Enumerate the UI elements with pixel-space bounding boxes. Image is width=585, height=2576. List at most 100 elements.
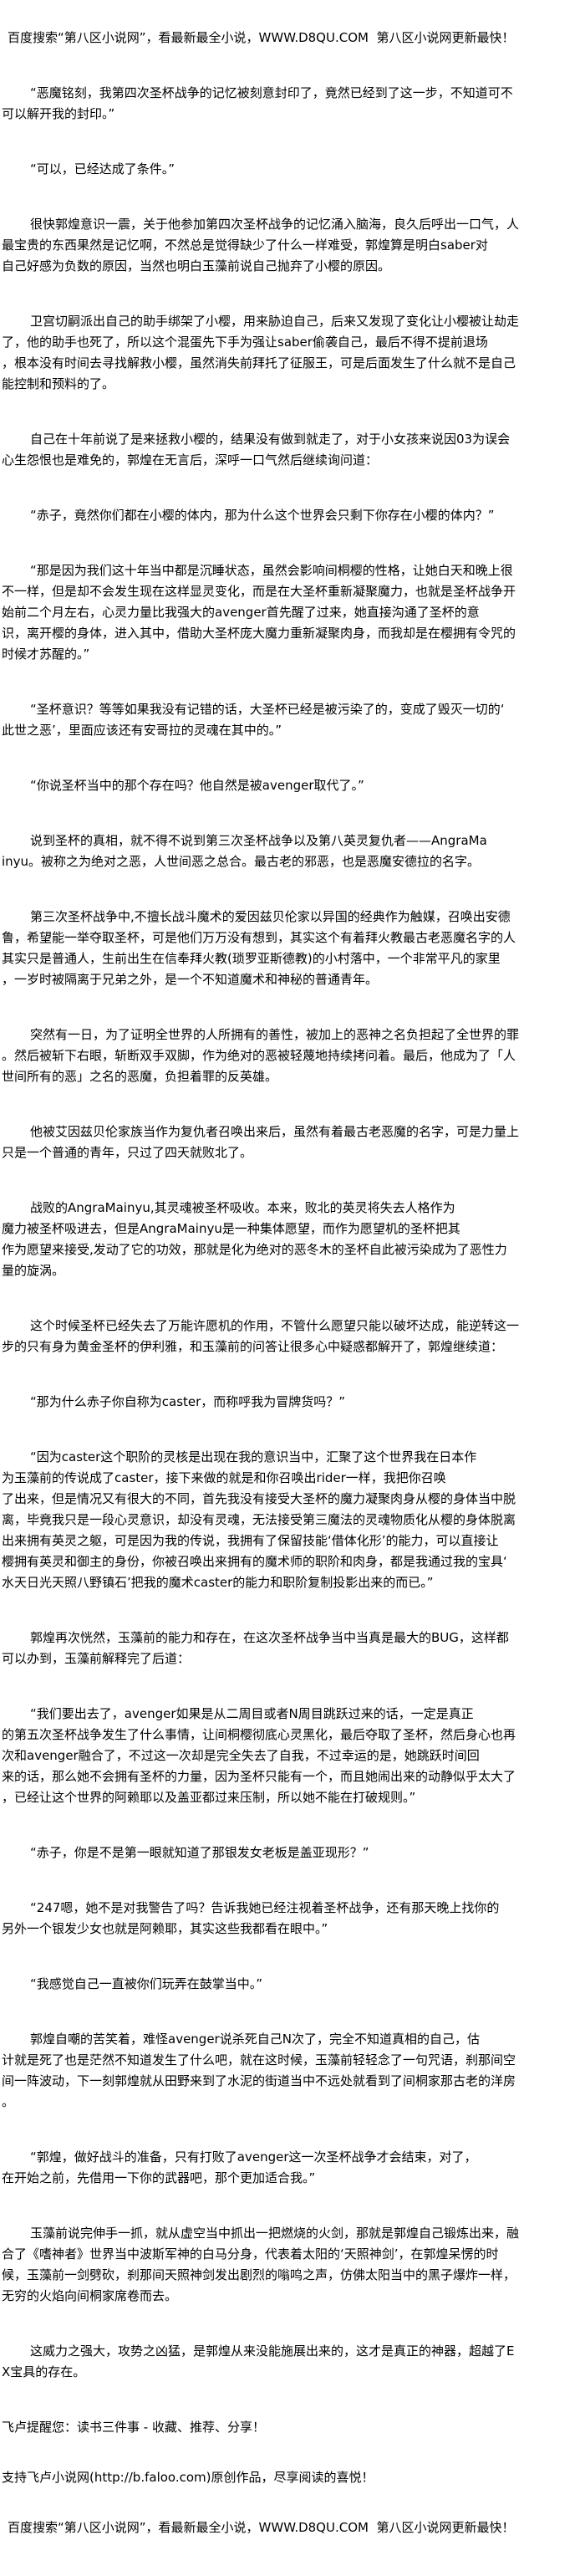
paragraph-line: 突然有一日，为了证明全世界的人所拥有的善性，被加上的恶神之名负担起了全世界的罪 <box>30 1027 520 1042</box>
paragraph: “赤子，竟然你们都在小樱的体内，那为什么这个世界会只剩下你存在小樱的体内？” <box>0 505 585 526</box>
paragraph: 说到圣杯的真相，就不得不说到第三次圣杯战争以及第八英灵复仇者——AngraMa i… <box>0 831 585 872</box>
paragraph: 突然有一日，为了证明全世界的人所拥有的善性，被加上的恶神之名负担起了全世界的罪。… <box>0 1025 585 1087</box>
paragraph-line: 时候才苏醒的。” <box>2 647 90 662</box>
paragraph-line: “我感觉自己一直被你们玩弄在鼓掌当中。” <box>30 1976 263 1991</box>
paragraph: 郭煌自嘲的苦笑着，难怪avenger说杀死自己N次了，完全不知道真相的自己，估计… <box>0 2029 585 2113</box>
paragraph-line: 战败的AngraMainyu,其灵魂被圣杯吸收。本来，败北的英灵将失去人格作为 <box>30 1200 455 1215</box>
chapter-body: “恶魔铭刻，我第四次圣杯战争的记忆被刻意封印了，竟然已经到了这一步，不知道可不可… <box>0 83 585 2383</box>
paragraph-line: 第三次圣杯战争中,不擅长战斗魔术的爱因兹贝伦家以异国的经典作为触媒，召唤出安德 <box>30 909 511 924</box>
paragraph: “圣杯意识？等等如果我没有记错的话，大圣杯已经是被污染了的，变成了毁灭一切的‘ 此… <box>0 699 585 741</box>
paragraph-line: inyu。被称之为绝对之恶，人世间恶之总合。最古老的邪恶，也是恶魔安德拉的名字。 <box>2 854 481 869</box>
paragraph-line: 世间所有的恶」之名的恶魔，负担着罪的反英雄。 <box>2 1069 278 1084</box>
header-banner: 百度搜索“第八区小说网”，看最新最全小说，WWW.D8QU.COM 第八区小说网… <box>8 30 515 45</box>
paragraph-line: 他被艾因兹贝伦家族当作为复仇者召唤出来后，虽然有着最古老恶魔的名字，可是力量上 <box>30 1124 520 1139</box>
paragraph-line: 为玉藻前的传说成了caster，接下来做的就是和你召唤出rider一样，我把你召… <box>2 1470 446 1485</box>
paragraph: “那为什么赤子你自称为caster，而称呼我为冒牌货吗？” <box>0 1392 585 1413</box>
paragraph-line: 合了《嗜神者》世界当中波斯军神的白马分身，代表着太阳的‘天照神剑’，在郭煌呆愣的… <box>2 2246 499 2262</box>
paragraph-line: 另外一个银发少女也就是阿赖耶，其实这些我都看在眼中。” <box>2 1921 328 1936</box>
paragraph-line: 心生怨恨也是难免的，郭煌在无言后，深呼一口气然后继续询问道： <box>2 452 379 468</box>
paragraph: 郭煌再次恍然，玉藻前的能力和存在，在这次圣杯战争当中当真是最大的BUG，这样都可… <box>0 1628 585 1669</box>
paragraph: 卫宫切嗣派出自己的助手绑架了小樱，用来胁迫自己，后来又发现了变化让小樱被让劫走了… <box>0 311 585 395</box>
paragraph: “我感觉自己一直被你们玩弄在鼓掌当中。” <box>0 1974 585 1995</box>
footer-banner: 百度搜索“第八区小说网”，看最新最全小说，WWW.D8QU.COM 第八区小说网… <box>8 2520 515 2535</box>
paragraph-line: 出来拥有英灵之躯，可是因为我的传说，我拥有了保留技能‘借体化形’的能力，可以直接… <box>2 1533 499 1548</box>
paragraph-line: 量的旋涡。 <box>2 1263 65 1278</box>
paragraph-line: 玉藻前说完伸手一抓，就从虚空当中抓出一把燃烧的火剑，那就是郭煌自己锻炼出来，融 <box>30 2226 520 2241</box>
paragraph-line: 这个时候圣杯已经失去了万能许愿机的作用，不管什么愿望只能以破坏达成，能逆转这一 <box>30 1318 520 1333</box>
paragraph-line: 自己好感为负数的原因，当然也明白玉藻前说自己抛弃了小樱的原因。 <box>2 258 391 273</box>
paragraph-line: “因为caster这个职阶的灵核是出现在我的意识当中，汇聚了这个世界我在日本作 <box>30 1449 477 1464</box>
paragraph-line: 离，毕竟我只是一段心灵意识，却没有灵魂，无法接受第三魔法的灵魂物质化从樱的身体脱… <box>2 1512 516 1527</box>
paragraph: 这个时候圣杯已经失去了万能许愿机的作用，不管什么愿望只能以破坏达成，能逆转这一步… <box>0 1316 585 1357</box>
paragraph-line: 卫宫切嗣派出自己的助手绑架了小樱，用来胁迫自己，后来又发现了变化让小樱被让劫走 <box>30 314 520 329</box>
paragraph-line: 很快郭煌意识一震，关于他参加第四次圣杯战争的记忆涌入脑海，良久后呼出一口气，人 <box>30 217 520 232</box>
paragraph-line: 始前二个月左右，心灵力量比我强大的avenger首先醒了过来，她直接沟通了圣杯的… <box>2 605 480 620</box>
paragraph: “那是因为我们这十年当中都是沉睡状态，虽然会影响间桐樱的性格，让她白天和晚上很不… <box>0 560 585 665</box>
paragraph-line: 了，他的助手也死了，所以这个混蛋先下手为强让saber偷袭自己，最后不得不提前退… <box>2 335 488 350</box>
paragraph: “我们要出去了，avenger如果是从二周目或者N周目跳跃过来的话，一定是真正的… <box>0 1704 585 1808</box>
paragraph-line: “那为什么赤子你自称为caster，而称呼我为冒牌货吗？” <box>30 1394 346 1409</box>
paragraph: 战败的AngraMainyu,其灵魂被圣杯吸收。本来，败北的英灵将失去人格作为魔… <box>0 1198 585 1281</box>
paragraph-line: 水天日光天照八野镇石’把我的魔术caster的能力和职阶复制投影出来的而已。” <box>2 1575 434 1590</box>
paragraph-line: “恶魔铭刻，我第四次圣杯战争的记忆被刻意封印了，竟然已经到了这一步，不知道可不 <box>30 85 513 100</box>
paragraph-line: 了出来，但是情况又有很大的不同，首先我没有接受大圣杯的魔力凝聚肉身从樱的身体当中… <box>2 1491 516 1506</box>
paragraph: 玉藻前说完伸手一抓，就从虚空当中抓出一把燃烧的火剑，那就是郭煌自己锻炼出来，融合… <box>0 2223 585 2307</box>
paragraph-line: “郭煌，做好战斗的准备，只有打败了avenger这一次圣杯战争才会结束，对了， <box>30 2149 477 2165</box>
paragraph-line: 次和avenger融合了，不过这一次却是完全失去了自我，不过幸运的是，她跳跃时间… <box>2 1748 480 1763</box>
paragraph-line: 作为愿望来接受,发动了它的功效，那就是化为绝对的恶冬木的圣杯自此被污染成为了恶性… <box>2 1242 507 1257</box>
paragraph: “郭煌，做好战斗的准备，只有打败了avenger这一次圣杯战争才会结束，对了， 在… <box>0 2147 585 2189</box>
paragraph: 他被艾因兹贝伦家族当作为复仇者召唤出来后，虽然有着最古老恶魔的名字，可是力量上只… <box>0 1122 585 1163</box>
paragraph-line: “247嗯，她不是对我警告了吗？告诉我她已经注视着圣杯战争，还有那天晚上找你的 <box>30 1900 500 1915</box>
paragraph: “因为caster这个职阶的灵核是出现在我的意识当中，汇聚了这个世界我在日本作为… <box>0 1447 585 1593</box>
paragraph: 很快郭煌意识一震，关于他参加第四次圣杯战争的记忆涌入脑海，良久后呼出一口气，人最… <box>0 214 585 277</box>
site-notes: 飞卢提醒您：读书三件事 - 收藏、推荐、分享！ 支持飞卢小说网(http://b.… <box>0 2417 585 2488</box>
paragraph-line: ，一岁时被隔离于兄弟之外，是一个不知道魔术和神秘的普通青年。 <box>2 972 379 987</box>
paragraph-line: 此世之恶’，里面应该还有安哥拉的灵魂在其中的。” <box>2 723 282 738</box>
paragraph-line: “可以，已经达成了条件。” <box>30 161 176 176</box>
site-note: 飞卢提醒您：读书三件事 - 收藏、推荐、分享！ <box>2 2420 265 2435</box>
paragraph-line: 间一阵波动，下一刻郭煌就从田野来到了水泥的街道当中不远处就看到了间桐家那古老的洋… <box>2 2073 516 2088</box>
paragraph-line: 不一样，但是却不会发生现在这样显灵变化，而是在大圣杯重新凝聚魔力，也就是圣杯战争… <box>2 584 516 599</box>
paragraph-line: ，根本没有时间去寻找解救小樱，虽然消失前拜托了征服王，可是后面发生了什么就不是自… <box>2 355 516 371</box>
paragraph: “247嗯，她不是对我警告了吗？告诉我她已经注视着圣杯战争，还有那天晚上找你的另… <box>0 1898 585 1940</box>
paragraph-line: 识，离开樱的身体，进入其中，借助大圣杯庞大魔力重新凝聚肉身，而我却是在樱拥有令咒… <box>2 626 516 641</box>
paragraph-line: 能控制和预料的了。 <box>2 376 115 391</box>
paragraph-line: 候，玉藻前一剑劈砍，刹那间天照神剑发出剧烈的嗡鸣之声，仿佛太阳当中的黑子爆炸一样… <box>2 2267 516 2282</box>
paragraph-line: 无穷的火焰向间桐家席卷而去。 <box>2 2288 178 2303</box>
paragraph: “赤子，你是不是第一眼就知道了那银发女老板是盖亚现形？” <box>0 1843 585 1863</box>
paragraph-line: 。然后被斩下右眼，斩断双手双脚，作为绝对的恶被轻蔑地持续拷问着。最后，他成为了「… <box>2 1048 516 1063</box>
paragraph-line: ，已经让这个世界的阿赖耶以及盖亚都过来压制，所以她不能在打破规则。” <box>2 1790 416 1805</box>
paragraph: “恶魔铭刻，我第四次圣杯战争的记忆被刻意封印了，竟然已经到了这一步，不知道可不可… <box>0 83 585 125</box>
site-note: 支持飞卢小说网(http://b.faloo.com)原创作品，尽享阅读的喜悦！ <box>2 2470 374 2485</box>
paragraph-line: 只是一个普通的青年，只过了四天就败北了。 <box>2 1145 253 1160</box>
paragraph-line: X宝具的存在。 <box>2 2364 86 2379</box>
paragraph-line: “赤子，你是不是第一眼就知道了那银发女老板是盖亚现形？” <box>30 1845 369 1860</box>
paragraph-line: 最宝贵的东西果然是记忆啊，不然总是觉得缺少了什么一样难受，郭煌算是明白saber… <box>2 238 488 253</box>
paragraph-line: 鲁，希望能一举夺取圣杯，可是他们万万没有想到，其实这个有着拜火教最古老恶魔名字的… <box>2 930 516 945</box>
paragraph-line: 步的只有身为黄金圣杯的伊利雅，和玉藻前的问答让很多心中疑惑都解开了，郭煌继续道： <box>2 1339 504 1354</box>
paragraph-line: “那是因为我们这十年当中都是沉睡状态，虽然会影响间桐樱的性格，让她白天和晚上很 <box>30 563 513 578</box>
paragraph-line: 自己在十年前说了是来拯救小樱的，结果没有做到就走了，对于小女孩来说因03为误会 <box>30 432 511 447</box>
paragraph-line: 这威力之强大，攻势之凶猛，是郭煌从来没能施展出来的，这才是真正的神器，超越了E <box>30 2343 515 2359</box>
paragraph-line: 。 <box>2 2094 15 2109</box>
paragraph: 这威力之强大，攻势之凶猛，是郭煌从来没能施展出来的，这才是真正的神器，超越了E X… <box>0 2341 585 2383</box>
paragraph-line: 樱拥有英灵和御主的身份，你被召唤出来拥有的魔术师的职阶和肉身，都是我通过我的宝具… <box>2 1554 507 1569</box>
paragraph-line: 可以办到，玉藻前解释完了后道： <box>2 1651 191 1666</box>
paragraph: “可以，已经达成了条件。” <box>0 159 585 180</box>
paragraph-line: 在开始之前，先借用一下你的武器吧，那个更加适合我。” <box>2 2170 316 2185</box>
paragraph-line: 说到圣杯的真相，就不得不说到第三次圣杯战争以及第八英灵复仇者——AngraMa <box>30 833 487 848</box>
paragraph-line: 魔力被圣杯吸进去，但是AngraMainyu是一种集体愿望，而作为愿望机的圣杯把… <box>2 1221 460 1236</box>
paragraph-line: 可以解开我的封印。” <box>2 106 115 121</box>
paragraph: 第三次圣杯战争中,不擅长战斗魔术的爱因兹贝伦家以异国的经典作为触媒，召唤出安德鲁… <box>0 907 585 990</box>
paragraph-line: “你说圣杯当中的那个存在吗？他自然是被avenger取代了。” <box>30 778 364 793</box>
paragraph: 自己在十年前说了是来拯救小樱的，结果没有做到就走了，对于小女孩来说因03为误会心… <box>0 429 585 471</box>
paragraph-line: 计就是死了也是茫然不知道发生了什么吧，就在这时候，玉藻前轻轻念了一句咒语，刹那间… <box>2 2052 516 2067</box>
paragraph-line: 其实只是普通人，生前出生在信奉拜火教(琐罗亚斯德教)的小村落中，一个非常平凡的家… <box>2 951 501 966</box>
paragraph-line: 来的话，那么她不会拥有圣杯的力量，因为圣杯只能有一个，而且她闹出来的动静似乎太大… <box>2 1769 516 1784</box>
paragraph-line: “我们要出去了，avenger如果是从二周目或者N周目跳跃过来的话，一定是真正 <box>30 1706 474 1721</box>
paragraph-line: “圣杯意识？等等如果我没有记错的话，大圣杯已经是被污染了的，变成了毁灭一切的‘ <box>30 702 505 717</box>
paragraph: “你说圣杯当中的那个存在吗？他自然是被avenger取代了。” <box>0 775 585 796</box>
paragraph-line: 郭煌再次恍然，玉藻前的能力和存在，在这次圣杯战争当中当真是最大的BUG，这样都 <box>30 1630 509 1645</box>
paragraph-line: 郭煌自嘲的苦笑着，难怪avenger说杀死自己N次了，完全不知道真相的自己，估 <box>30 2032 480 2047</box>
